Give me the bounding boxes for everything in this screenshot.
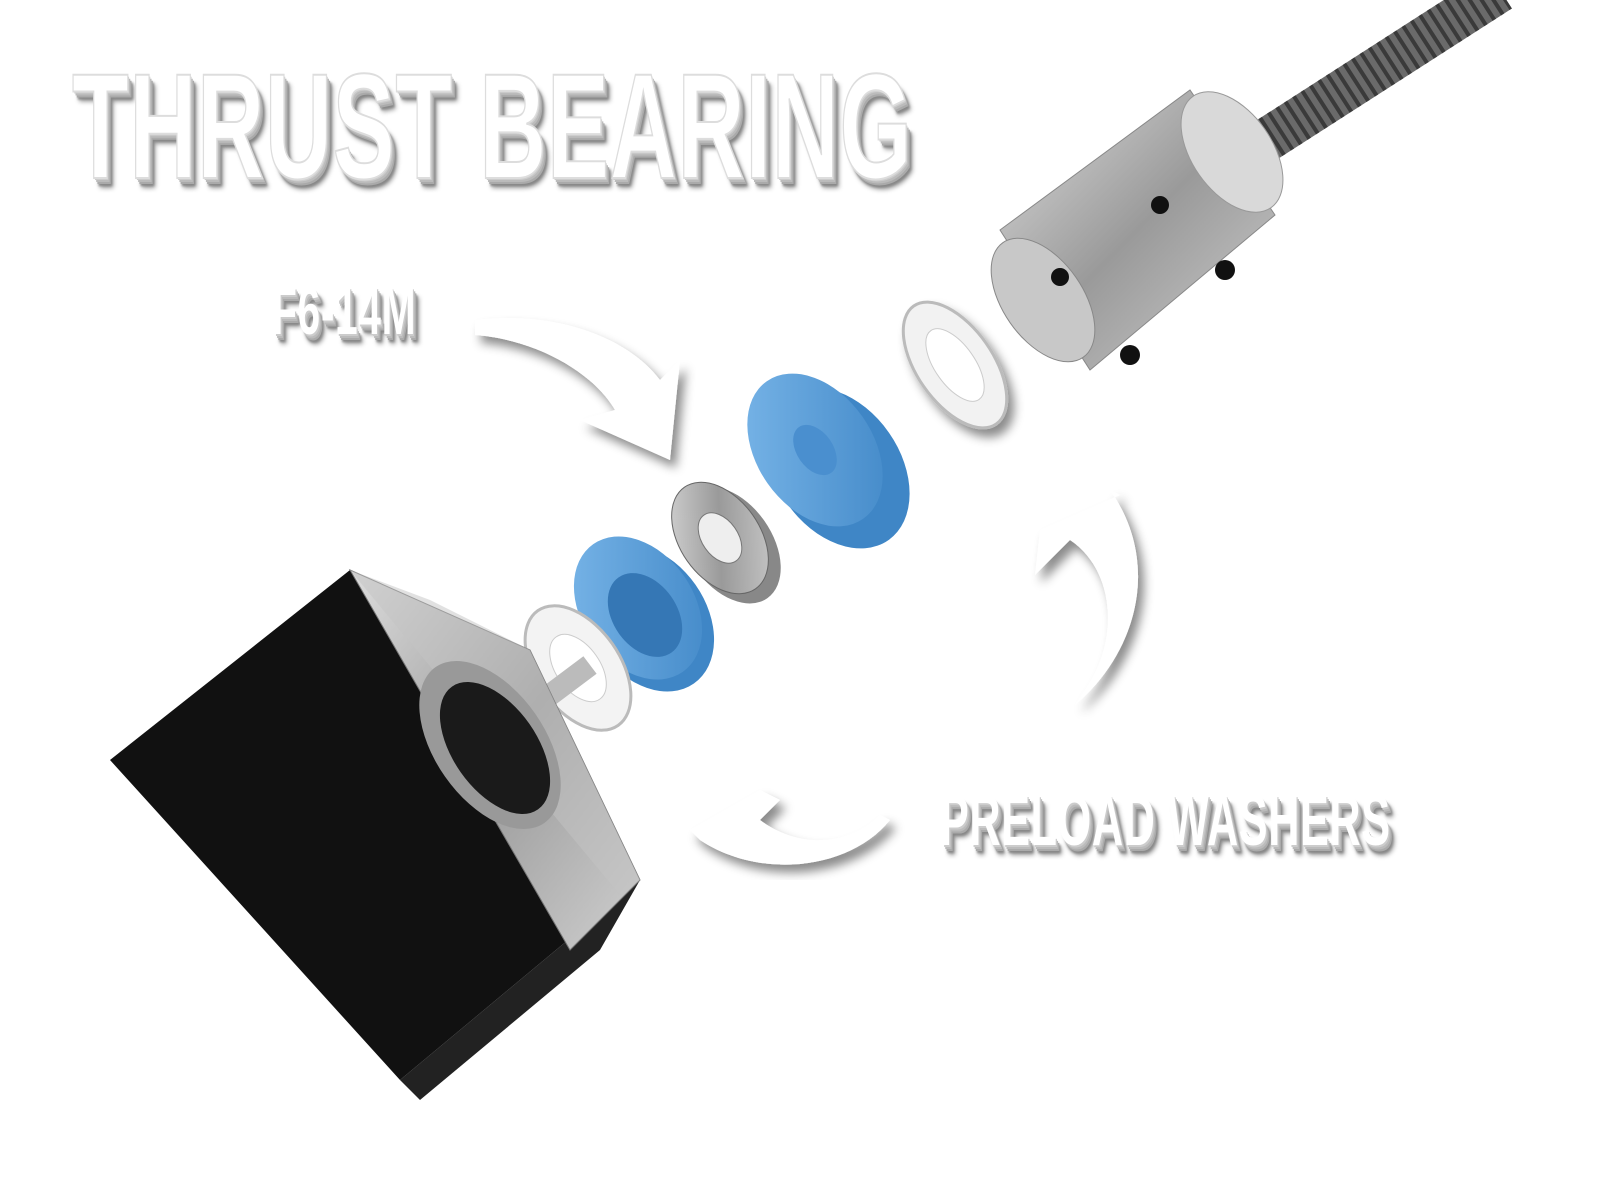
set-screw-hole — [1151, 196, 1169, 214]
stepper-motor — [110, 568, 641, 1100]
arrow-to-top-washer — [1035, 490, 1139, 705]
preload-washer-top — [901, 300, 1009, 430]
blue-bearing-cup-top — [747, 373, 910, 549]
preload-washers-label: PRELOAD WASHERS — [940, 781, 1391, 861]
diagram-title: THRUST BEARING — [71, 41, 913, 211]
arrow-to-bearing — [475, 318, 680, 460]
bearing-model-label: F6-14M — [272, 273, 417, 349]
shaft-coupler — [990, 89, 1284, 371]
blue-bearing-cup-bottom — [573, 536, 715, 692]
set-screw-hole — [1051, 268, 1069, 286]
arrow-to-bottom-washer — [690, 790, 890, 865]
thrust-bearing — [671, 481, 781, 604]
